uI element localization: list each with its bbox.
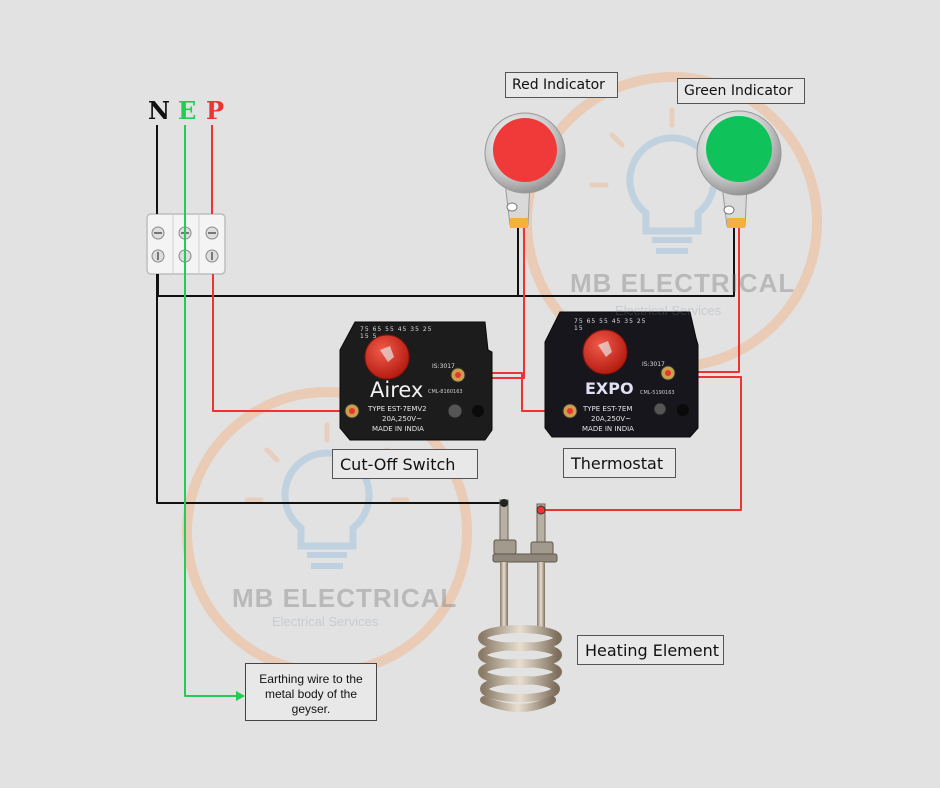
cutoff-brand: Airex: [370, 378, 424, 402]
red-indicator-label: Red Indicator: [505, 72, 618, 98]
cutoff-dial-mark: 55: [385, 326, 395, 333]
heating-element: [478, 499, 562, 712]
thermostat-made: MADE IN INDIA: [582, 425, 634, 433]
thermostat-label: Thermostat: [563, 448, 676, 478]
earth-wire: [184, 125, 240, 697]
thermostat-cml: CML-5190163: [640, 390, 675, 396]
thermostat-dial-mark: 25: [636, 318, 647, 325]
cutoff-dial-mark: 25: [422, 326, 433, 333]
cutoff-rating: 20A,250V~: [382, 415, 422, 423]
thermostat-brand: EXPO: [585, 379, 634, 398]
watermark-subtitle-top: Electrical Services: [615, 303, 722, 318]
watermark-title-bottom: MB ELECTRICAL: [232, 583, 458, 613]
cutoff-dial-mark: 75: [360, 326, 370, 333]
thermostat-rating: 20A,250V~: [591, 415, 631, 423]
thermostat-std: IS:3017: [642, 361, 665, 368]
phase-terminal-label: P: [206, 96, 225, 125]
thermostat-dial-mark: 65: [586, 318, 597, 325]
cutoff-dial-mark: 65: [372, 326, 383, 333]
thermostat-dial-mark: 55: [599, 318, 609, 325]
cutoff-dial-mark: 35: [410, 326, 420, 333]
watermark-title-top: MB ELECTRICAL: [570, 268, 796, 298]
green-indicator-label: Green Indicator: [677, 78, 805, 104]
cutoff-dial-mark: 45: [397, 326, 408, 333]
cutoff-cml: CML-8160163: [428, 389, 463, 395]
cutoff-switch-device: [339, 321, 493, 441]
phase-wire-element: [545, 376, 742, 511]
watermark-subtitle-bottom: Electrical Services: [272, 614, 379, 629]
cutoff-dial-scale: 75 65 55 45 35 25 15 5: [360, 326, 440, 340]
cutoff-type: TYPE EST-7EMV2: [368, 405, 427, 413]
thermostat-dial-mark: 35: [624, 318, 634, 325]
earth-terminal-label: E: [178, 96, 197, 125]
cutoff-dial-mark: 15: [360, 333, 370, 340]
phase-wire-cutoff: [212, 274, 352, 412]
thermostat-type: TYPE EST-7EM: [583, 405, 633, 413]
thermostat-dial-mark: 75: [574, 318, 584, 325]
neutral-terminal-label: N: [148, 96, 170, 125]
thermostat-dial-mark: 45: [611, 318, 622, 325]
earth-arrowhead: [236, 691, 245, 701]
thermostat-dial-mark: 15: [574, 325, 584, 332]
cutoff-switch-label: Cut-Off Switch: [332, 449, 478, 479]
thermostat-device: [544, 311, 699, 438]
thermostat-dial-scale: 75 65 55 45 35 25 15: [574, 318, 654, 332]
red-indicator-lamp: [484, 112, 566, 228]
neutral-wire-element: [156, 274, 505, 504]
cutoff-dial-mark: 5: [372, 333, 378, 340]
cutoff-std: IS:3017: [432, 363, 455, 370]
cutoff-made: MADE IN INDIA: [372, 425, 424, 433]
heating-element-label: Heating Element: [577, 635, 724, 665]
green-indicator-lamp: [696, 110, 782, 228]
earth-note: Earthing wire to the metal body of the g…: [245, 663, 377, 721]
